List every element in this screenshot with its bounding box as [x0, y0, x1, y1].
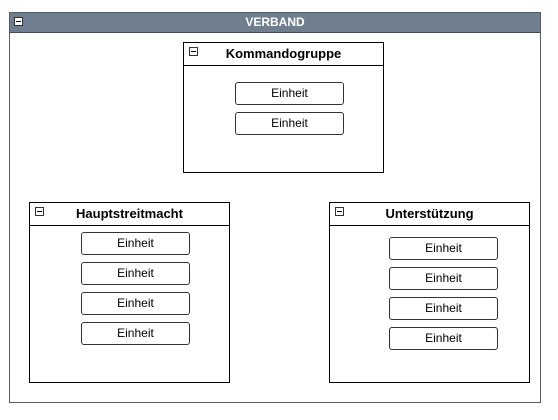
group-title: Unterstützung	[385, 206, 474, 221]
collapse-icon[interactable]	[35, 207, 44, 216]
verband-title: VERBAND	[245, 15, 305, 29]
group-title: Kommandogruppe	[225, 46, 342, 61]
unit-button[interactable]: Einheit	[81, 292, 190, 315]
unit-button[interactable]: Einheit	[235, 82, 344, 105]
unit-button[interactable]: Einheit	[81, 232, 190, 255]
unit-button[interactable]: Einheit	[389, 327, 498, 350]
group-header: Unterstützung	[330, 203, 529, 226]
unit-button[interactable]: Einheit	[389, 297, 498, 320]
group-header: Kommandogruppe	[184, 43, 383, 66]
unit-button[interactable]: Einheit	[389, 267, 498, 290]
group-title: Hauptstreitmacht	[76, 206, 183, 221]
group-kommandogruppe: Kommandogruppe Einheit Einheit	[183, 42, 384, 173]
group-header: Hauptstreitmacht	[30, 203, 229, 226]
collapse-icon[interactable]	[189, 47, 198, 56]
unit-button[interactable]: Einheit	[81, 262, 190, 285]
unit-button[interactable]: Einheit	[81, 322, 190, 345]
group-unterstuetzung: Unterstützung Einheit Einheit Einheit Ei…	[329, 202, 530, 383]
group-hauptstreitmacht: Hauptstreitmacht Einheit Einheit Einheit…	[29, 202, 230, 383]
verband-container: VERBAND Kommandogruppe Einheit Einheit H…	[9, 12, 541, 403]
unit-button[interactable]: Einheit	[389, 237, 498, 260]
unit-button[interactable]: Einheit	[235, 112, 344, 135]
verband-header: VERBAND	[10, 13, 540, 33]
collapse-icon[interactable]	[14, 17, 23, 26]
collapse-icon[interactable]	[335, 207, 344, 216]
